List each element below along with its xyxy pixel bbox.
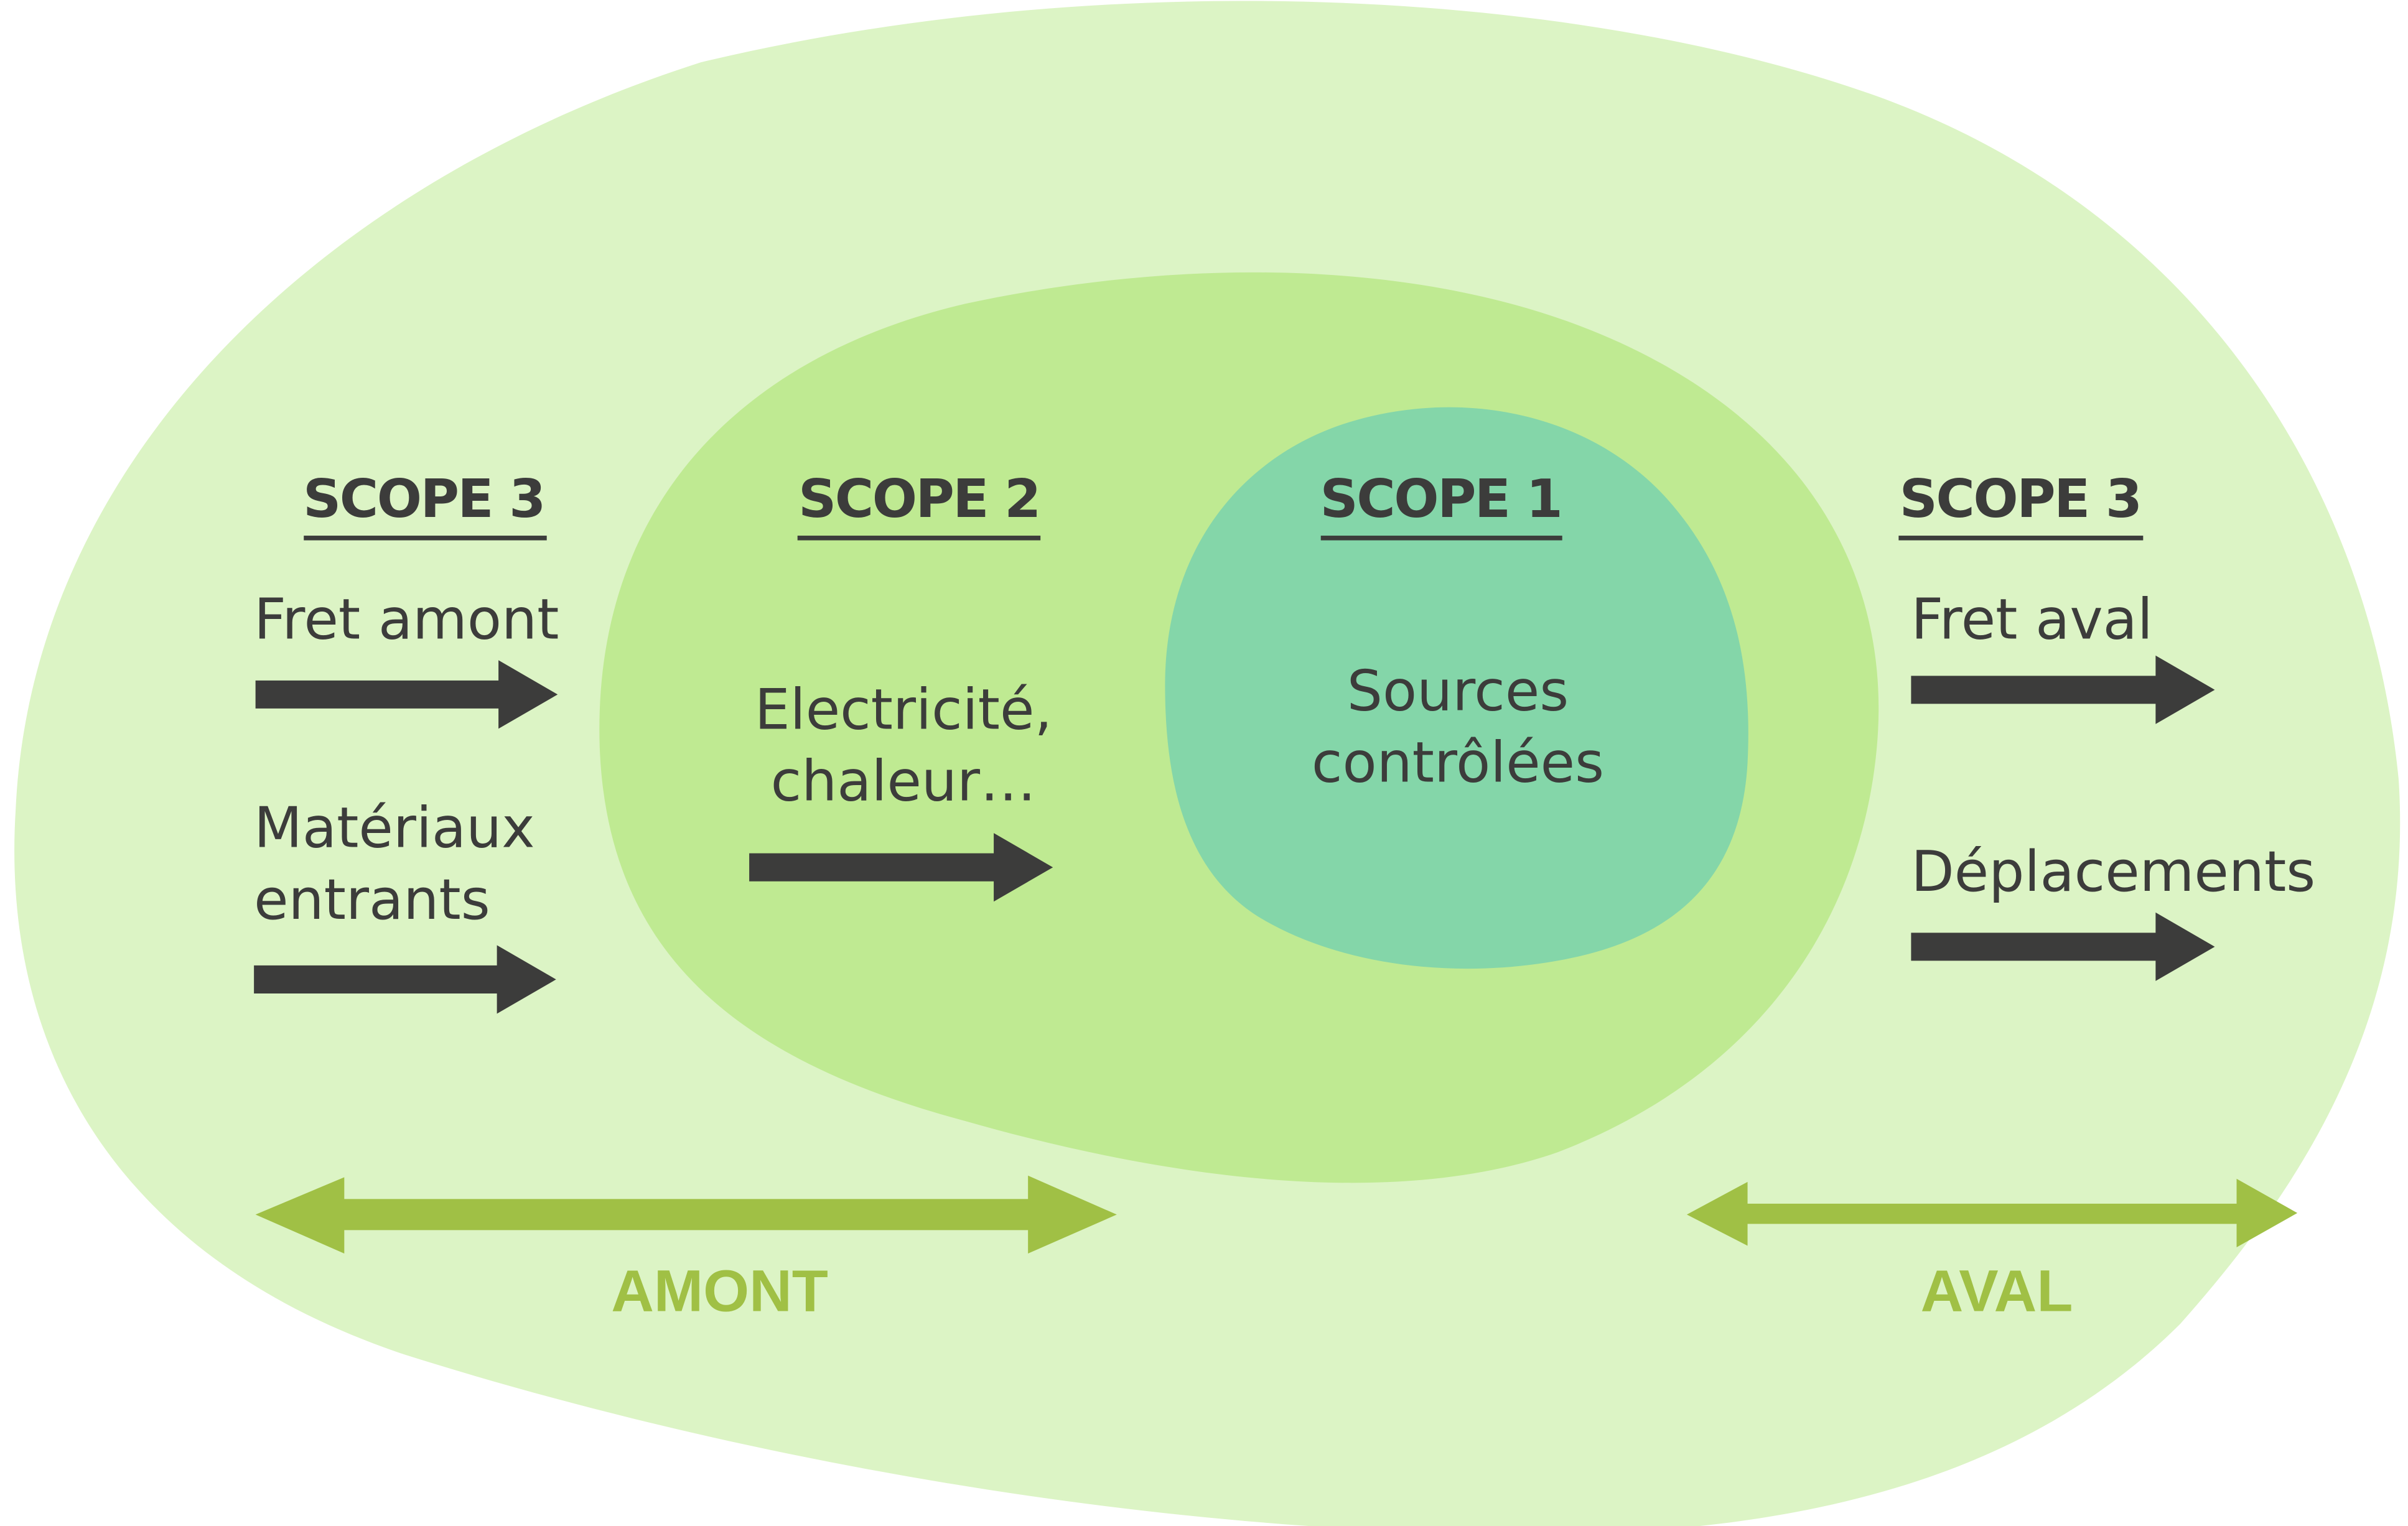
scope1-zone xyxy=(1165,407,1748,969)
materiaux-label: Matériaux xyxy=(254,796,534,861)
electricite-label: Electricité, xyxy=(755,677,1052,742)
scope3-upstream-title: SCOPE 3 xyxy=(303,468,544,530)
scope1-underline xyxy=(1320,536,1562,541)
double-arrow-aval-icon xyxy=(1686,1178,2298,1247)
scope2-title: SCOPE 2 xyxy=(798,468,1040,530)
scope1-title: SCOPE 1 xyxy=(1320,468,1562,530)
deplacements-label: Déplacements xyxy=(1911,839,2315,905)
scope3-downstream-title: SCOPE 3 xyxy=(1900,468,2141,530)
arrow-right-icon xyxy=(255,660,558,729)
arrow-right-icon xyxy=(749,833,1053,902)
arrow-right-icon xyxy=(1911,912,2215,981)
scope3-downstream-underline xyxy=(1898,536,2144,541)
chaleur-label: chaleur… xyxy=(771,749,1037,814)
entrants-label: entrants xyxy=(254,867,490,933)
double-arrow-amont-icon xyxy=(255,1175,1117,1254)
controlees-label: contrôlées xyxy=(1312,730,1604,796)
fret-amont-label: Fret amont xyxy=(254,587,559,652)
arrow-right-icon xyxy=(254,945,556,1014)
sources-label: Sources xyxy=(1347,658,1569,723)
arrow-right-icon xyxy=(1911,655,2215,724)
scope2-underline xyxy=(797,536,1041,541)
aval-label: AVAL xyxy=(1921,1258,2073,1324)
scope3-upstream-underline xyxy=(304,536,547,541)
amont-label: AMONT xyxy=(611,1258,828,1324)
fret-aval-label: Fret aval xyxy=(1911,587,2153,652)
